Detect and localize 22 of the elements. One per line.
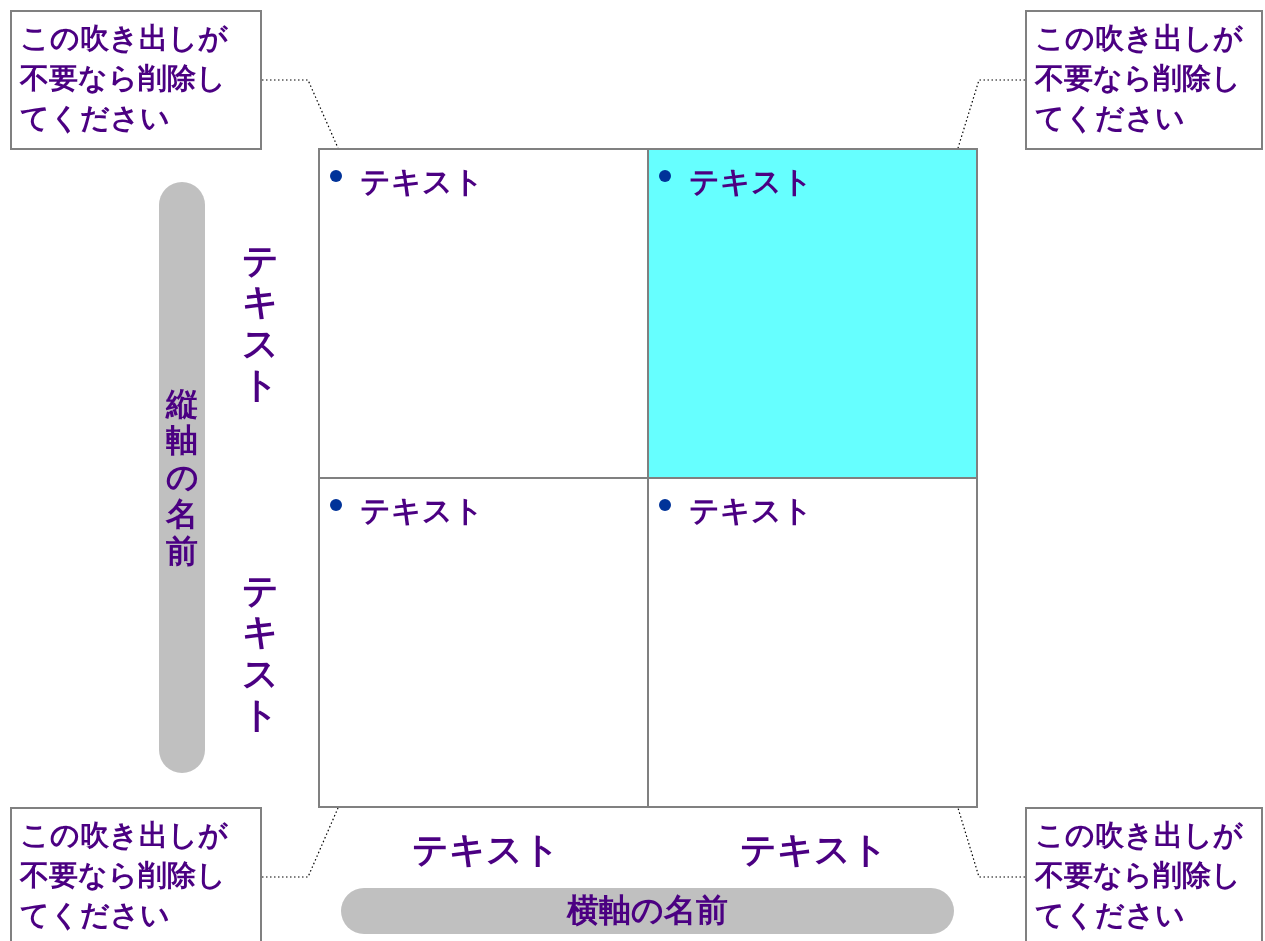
quadrant-text: テキスト — [689, 163, 813, 201]
leader-line — [957, 807, 1026, 878]
axis-label: テキスト — [740, 828, 888, 872]
quadrant-text: テキスト — [689, 492, 813, 530]
callout-box: この吹き出しが不要なら削除してください — [1025, 807, 1263, 941]
axis-label: テキスト — [412, 828, 560, 872]
quadrant-panel — [647, 148, 978, 479]
quadrant-panel — [318, 477, 649, 808]
quadrant-panel — [318, 148, 649, 479]
callout-box: この吹き出しが不要なら削除してください — [10, 807, 262, 941]
axis-label: テキスト — [242, 570, 280, 736]
axis-title: 横軸の名前 — [567, 890, 728, 931]
callout-box: この吹き出しが不要なら削除してください — [1025, 10, 1263, 150]
quadrant-text: テキスト — [360, 163, 484, 201]
quadrant-text: テキスト — [360, 492, 484, 530]
axis-label: テキスト — [242, 240, 280, 406]
quadrant-panel — [647, 477, 978, 808]
axis-band — [159, 182, 205, 773]
axis-title: 縦軸の名前 — [165, 385, 199, 570]
callout-box: この吹き出しが不要なら削除してください — [10, 10, 262, 150]
axis-band — [341, 888, 954, 934]
leader-line — [957, 79, 1026, 149]
